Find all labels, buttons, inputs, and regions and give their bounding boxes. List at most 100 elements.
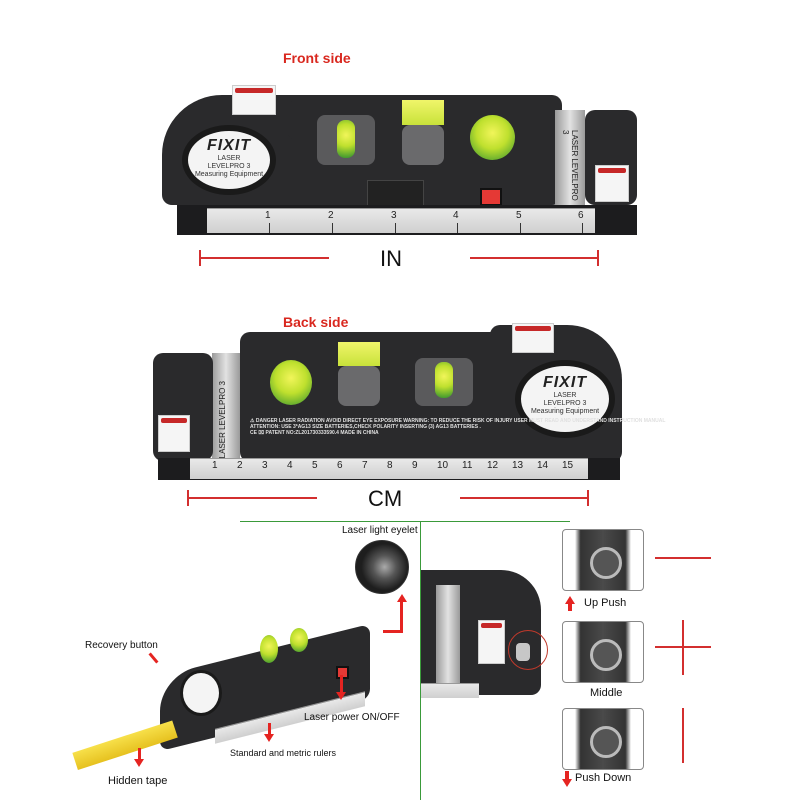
back-top-warning-label: [512, 323, 554, 353]
back-level-product: LASER LEVELPRO 3 FIXIT LASER LEVELPRO 3 …: [150, 320, 666, 480]
ruler-number: 14: [537, 460, 549, 471]
mode-up-label: Up Push: [584, 597, 627, 609]
danger-line: ATTENTION: USE 3*AG13 SIZE BATTERIES,CHE…: [250, 424, 481, 430]
danger-line: CE ⌧ PATENT NO:ZL201730333590.4 MADE IN …: [250, 430, 379, 436]
ruler-number: 6: [337, 460, 343, 471]
ruler-number: 9: [412, 460, 418, 471]
angled-vial-2: [290, 628, 308, 652]
arrow-down-icon: [336, 692, 346, 700]
back-metal-band: LASER LEVELPRO 3: [212, 353, 240, 461]
laser-power-label: Laser power ON/OFF: [304, 712, 400, 723]
cross-line-vertical-icon: [682, 620, 684, 675]
arrow-down-icon: [562, 779, 572, 787]
horizontal-vial-housing: [338, 366, 380, 406]
ruler-number: 8: [387, 460, 393, 471]
front-side-title: Front side: [283, 50, 351, 66]
hidden-tape-label: Hidden tape: [108, 775, 168, 787]
ruler-number: 3: [262, 460, 268, 471]
eyelet-arrow-shaft: [400, 601, 403, 633]
danger-line: ⚠ DANGER LASER RADIATION AVOID DIRECT EY…: [250, 418, 666, 424]
rulers-arrow-shaft: [268, 723, 271, 735]
angled-level-product: [140, 610, 390, 752]
closeup-ruler: [421, 683, 479, 698]
ruler-number: 5: [516, 210, 522, 221]
ruler-number: 5: [312, 460, 318, 471]
front-level-product: LASER LEVELPRO 3 FIXIT LASER LEVELPRO 3 …: [157, 80, 639, 240]
mode-middle-label: Middle: [590, 687, 623, 699]
front-band-text: LASER LEVELPRO 3: [561, 130, 579, 201]
ruler-number: 12: [487, 460, 499, 471]
arrow-down-icon: [134, 759, 144, 767]
horizontal-line-icon: [655, 557, 711, 559]
section-divider-horizontal: [240, 521, 570, 522]
vertical-line-icon: [682, 708, 684, 763]
closeup-eyelet: [516, 643, 530, 661]
front-warning-label: [595, 165, 629, 202]
dimension-line-left: [187, 497, 317, 499]
back-laser-head: [153, 353, 213, 461]
eyelet-arrow-elbow: [383, 630, 403, 633]
back-side-title: Back side: [283, 314, 349, 330]
back-brand-badge: FIXIT LASER LEVELPRO 3 Measuring Equipme…: [515, 360, 615, 438]
dimension-line-right: [460, 497, 588, 499]
ruler-number: 4: [287, 460, 293, 471]
laser-power-switch[interactable]: [480, 188, 502, 206]
badge-line: LASER: [217, 155, 241, 162]
angle-vial: [270, 360, 312, 405]
arrow-up-icon: [397, 594, 407, 602]
cm-unit-label: CM: [368, 486, 403, 511]
rulers-label: Standard and metric rulers: [230, 748, 337, 758]
mode-down-label: Push Down: [575, 772, 632, 784]
back-band-text: LASER LEVELPRO 3: [218, 381, 227, 459]
ruler-number: 3: [391, 210, 397, 221]
angled-brand-badge: [180, 670, 222, 716]
front-metal-band: LASER LEVELPRO 3: [555, 110, 585, 205]
vertical-vial-window: [415, 358, 473, 406]
tape-arrow-shaft: [138, 748, 141, 760]
brand-name: FIXIT: [206, 137, 252, 154]
inch-unit-label: IN: [380, 246, 402, 271]
horizontal-vial: [402, 100, 444, 125]
ruler-number: 13: [512, 460, 524, 471]
dimension-cap-right: [587, 490, 589, 506]
ruler-number: 1: [212, 460, 218, 471]
laser-eyelet-label: Laser light eyelet: [342, 525, 418, 536]
angle-vial: [470, 115, 515, 160]
mode-middle-image: [562, 621, 644, 683]
ruler-number: 4: [453, 210, 459, 221]
closeup-metal-band: [436, 585, 460, 695]
arrow-up-icon: [565, 596, 575, 604]
ruler-number: 10: [437, 460, 449, 471]
mode-down-image: [562, 708, 644, 770]
arrow-down-icon: [264, 734, 274, 742]
horizontal-vial: [338, 342, 380, 366]
badge-line: LASER: [553, 392, 577, 399]
laser-modes-panel: Up Push Middle Push Down: [560, 525, 730, 800]
vertical-vial: [337, 120, 355, 158]
mode-up-image: [562, 529, 644, 591]
angled-vial: [260, 635, 278, 663]
power-arrow-shaft: [340, 675, 343, 693]
ruler-number: 6: [578, 210, 584, 221]
closeup-warning-label: [478, 620, 505, 664]
recovery-button-label: Recovery button: [85, 640, 158, 651]
arrow-up-shaft: [568, 603, 572, 611]
front-ruler-inch: 1 2 3 4 5 6: [207, 208, 595, 233]
arrow-down-shaft: [565, 771, 569, 779]
dimension-line-right: [470, 257, 598, 259]
badge-line: Measuring Equipment: [194, 171, 264, 178]
ruler-number: 1: [265, 210, 271, 221]
front-top-warning-label: [232, 85, 276, 115]
laser-eyelet-closeup: [355, 540, 409, 594]
laser-head-closeup: [421, 555, 551, 705]
front-laser-head: [585, 110, 637, 205]
brand-name: FIXIT: [542, 374, 588, 391]
horizontal-vial-housing: [402, 125, 444, 165]
ruler-number: 15: [562, 460, 574, 471]
back-ruler-cm: 1 2 3 4 5 6 7 8 9 10 11 12 13 14 15: [190, 458, 588, 479]
front-brand-badge: FIXIT LASER LEVELPRO 3 Measuring Equipme…: [182, 125, 276, 195]
danger-warning-text: ⚠ DANGER LASER RADIATION AVOID DIRECT EY…: [250, 418, 666, 436]
battery-cover: [367, 180, 424, 207]
badge-line: LEVELPRO 3: [207, 163, 251, 170]
eyelet-highlight-circle: [508, 630, 548, 670]
